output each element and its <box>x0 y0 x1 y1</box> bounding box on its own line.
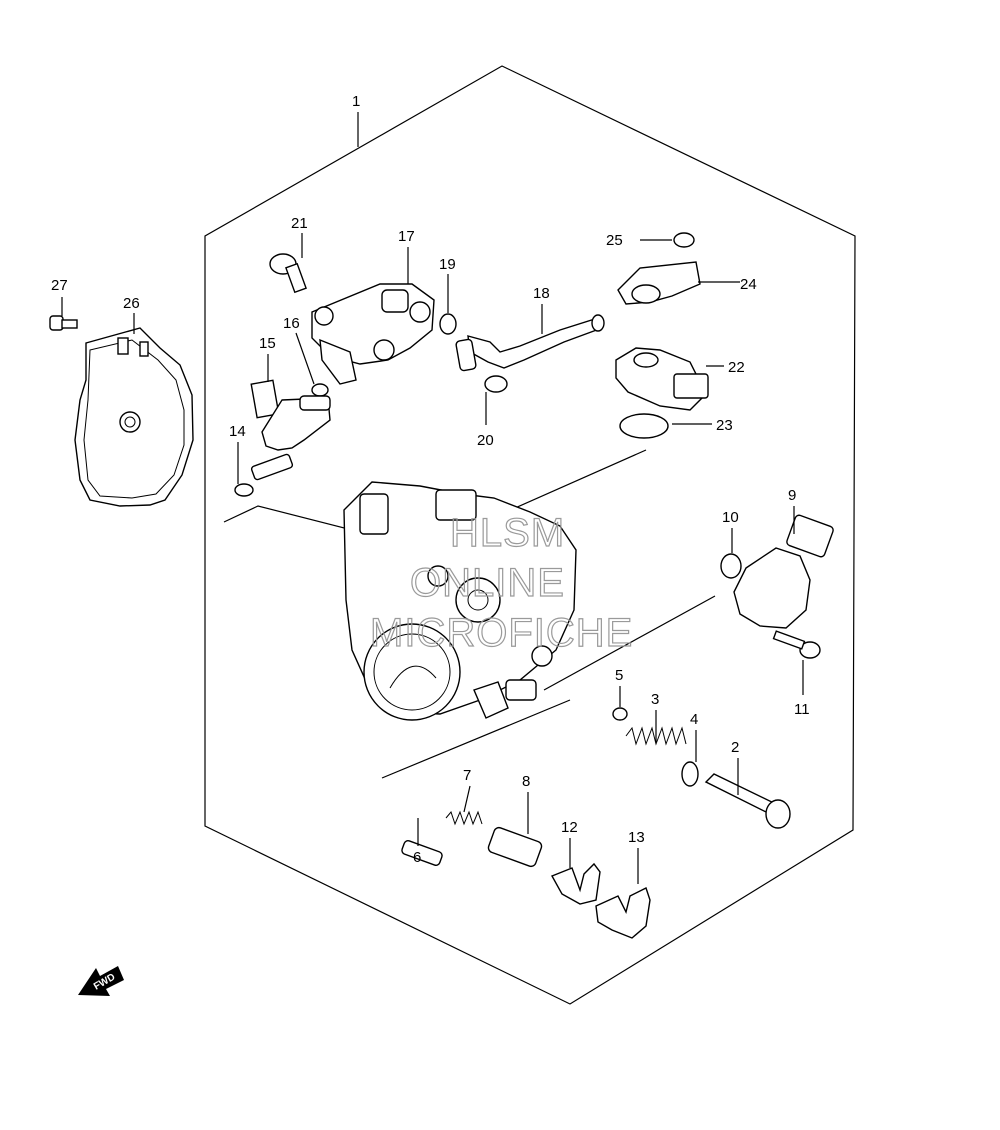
callout-23: 23 <box>716 417 733 434</box>
callout-15: 15 <box>259 335 276 352</box>
callout-14: 14 <box>229 423 246 440</box>
watermark-line3: MICROFICHE <box>370 611 633 655</box>
part-10-o-ring <box>720 553 742 579</box>
callout-11: 11 <box>794 701 810 718</box>
part-7-spring <box>445 785 483 826</box>
part-18-fuel-pipe <box>455 304 605 372</box>
callout-24: 24 <box>740 276 757 293</box>
callout-3: 3 <box>651 691 659 708</box>
callout-5: 5 <box>615 667 623 684</box>
part-22-sensor <box>615 347 724 411</box>
callout-19: 19 <box>439 256 456 273</box>
part-12-hose <box>551 838 601 905</box>
callout-12: 12 <box>561 819 578 836</box>
part-6-valve-pin <box>401 818 443 866</box>
part-27-bolt <box>49 297 78 331</box>
callout-10: 10 <box>722 509 739 526</box>
part-8-fitting <box>487 792 543 868</box>
part-26-cover <box>74 313 194 507</box>
part-3-spring <box>625 710 687 746</box>
callout-25: 25 <box>606 232 623 249</box>
part-13-elbow <box>595 848 651 939</box>
watermark-line2: ONLINE <box>410 561 565 605</box>
callout-4: 4 <box>690 711 698 728</box>
watermark: HLSM ONLINE MICROFICHE <box>369 510 633 655</box>
part-11-screw <box>772 630 821 695</box>
part-14-o-ring <box>234 483 254 497</box>
callout-1: 1 <box>352 93 360 110</box>
part-16-o-ring <box>311 383 329 397</box>
part-24-bracket <box>617 261 740 305</box>
callout-21: 21 <box>291 215 308 232</box>
callout-26: 26 <box>123 295 140 312</box>
callout-8: 8 <box>522 773 530 790</box>
part-23-o-ring <box>619 413 669 439</box>
callout-22: 22 <box>728 359 745 376</box>
watermark-line1: HLSM <box>450 511 565 555</box>
callout-2: 2 <box>731 739 739 756</box>
callout-20: 20 <box>477 432 494 449</box>
callout-17: 17 <box>398 228 415 245</box>
part-9-throttle-position-sensor <box>543 506 834 691</box>
part-21-plug <box>269 233 307 294</box>
part-1-throttle-body <box>343 481 577 721</box>
part-25-screw <box>640 232 695 248</box>
callout-7: 7 <box>463 767 471 784</box>
part-5-screw <box>612 686 628 721</box>
callout-6: 6 <box>413 849 421 866</box>
callout-27: 27 <box>51 277 68 294</box>
callout-13: 13 <box>628 829 645 846</box>
part-4-o-ring <box>681 761 699 787</box>
callout-18: 18 <box>533 285 550 302</box>
fwd-arrow-icon: FWD <box>78 966 124 996</box>
part-2-adjust-screw <box>704 758 791 829</box>
callout-9: 9 <box>788 487 796 504</box>
assembly-boundary <box>204 65 856 1005</box>
part-20-screw <box>484 375 508 425</box>
part-17-fuel-rail <box>311 247 435 385</box>
callout-16: 16 <box>283 315 300 332</box>
part-15-fuel-injector <box>250 354 331 481</box>
part-19-o-ring <box>439 313 457 335</box>
